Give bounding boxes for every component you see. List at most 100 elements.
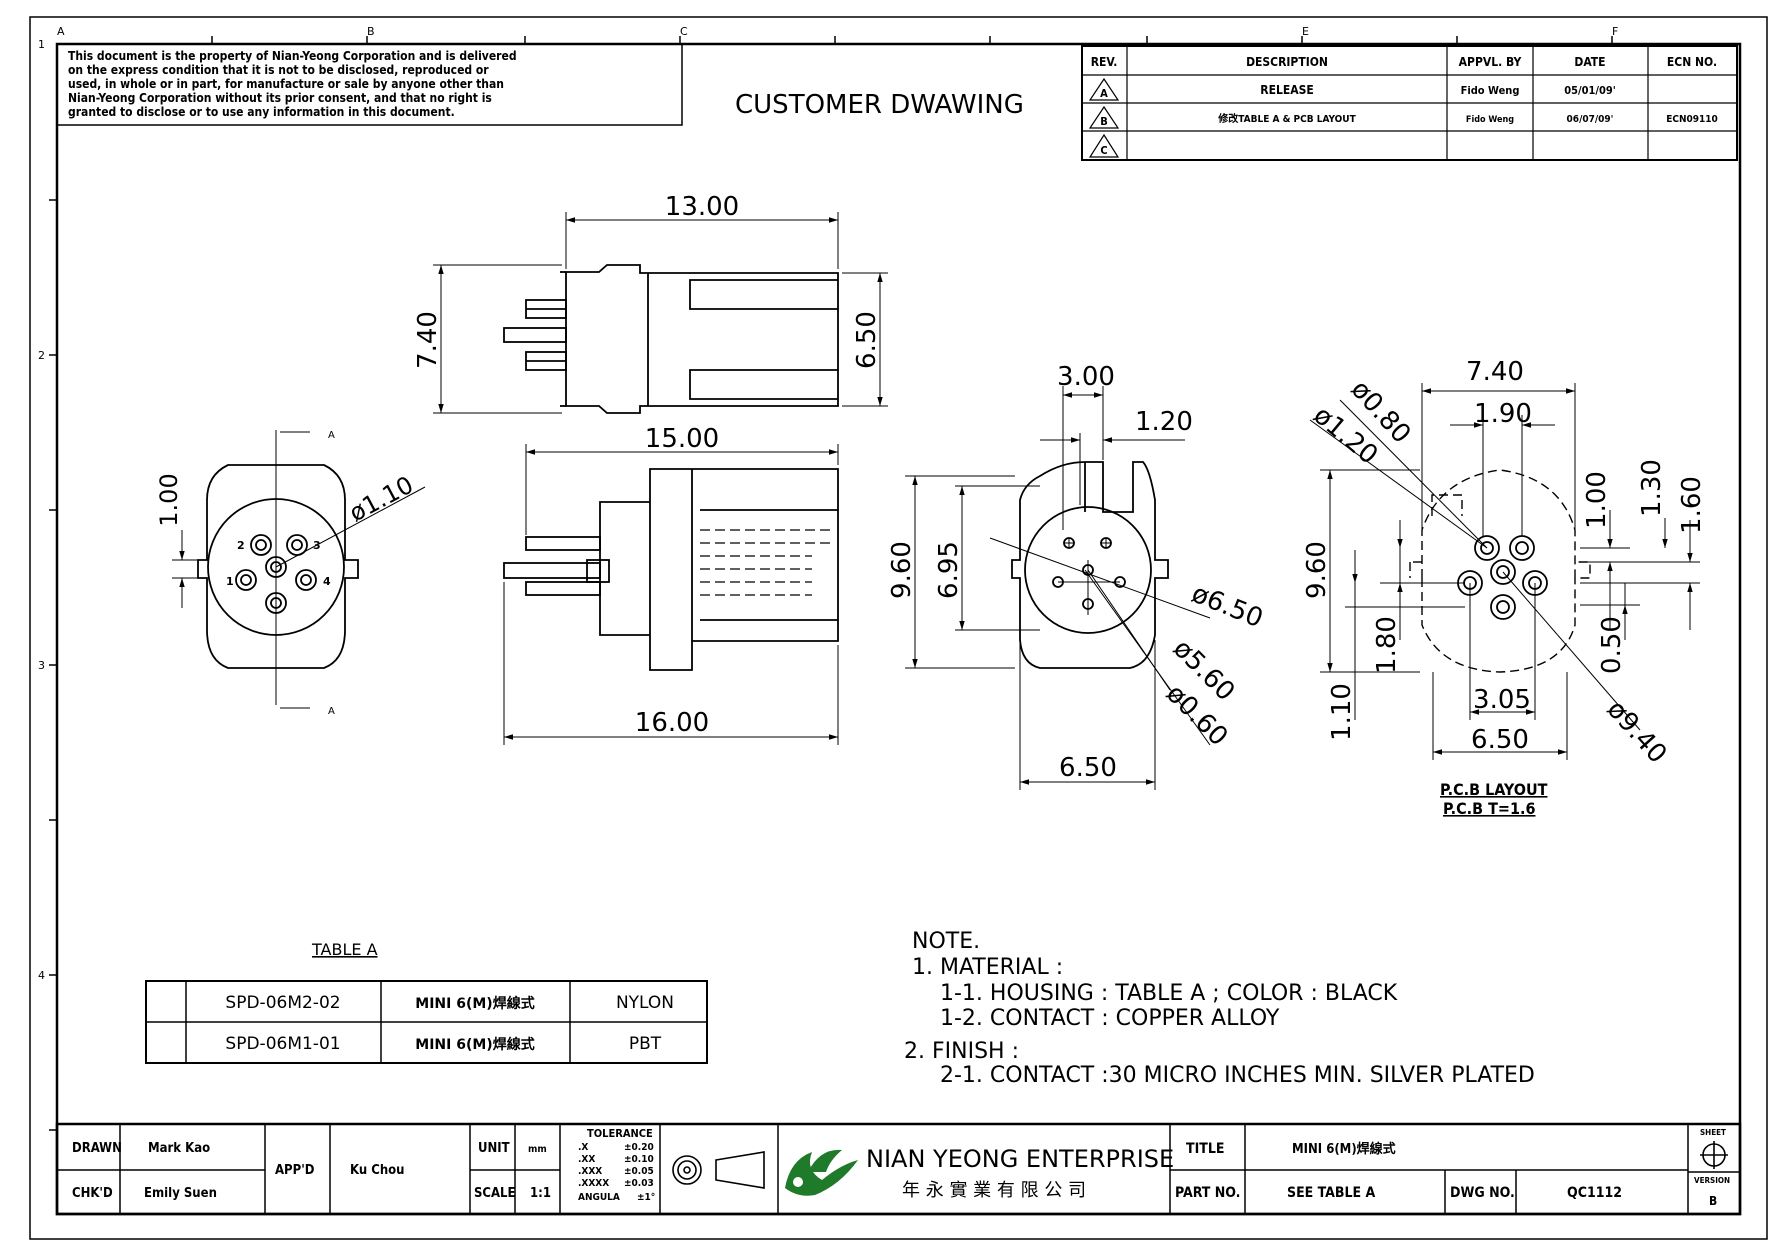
dim-pcb-0-50: 0.50 (1597, 616, 1627, 674)
approved-by: Ku Chou (350, 1163, 405, 1178)
note-line: 1. MATERIAL : (912, 955, 1063, 980)
drawing-number: QC1112 (1567, 1185, 1622, 1201)
note-line: 2-1. CONTACT :30 MICRO INCHES MIN. SILVE… (940, 1063, 1535, 1088)
note-line: 2. FINISH : (904, 1039, 1019, 1064)
dim-pcb-1-60: 1.60 (1677, 476, 1707, 534)
dim-pcb-d9-40: ø9.40 (1601, 695, 1673, 770)
rev-letter: C (1100, 144, 1107, 157)
table-a-part-number: SPD-06M2-02 (225, 993, 340, 1013)
pcb-caption: P.C.B LAYOUT (1440, 780, 1548, 799)
pin-label: 2 (237, 539, 245, 552)
pin-label: 3 (313, 539, 321, 552)
grid-col-label: B (367, 25, 375, 38)
notes: NOTE. 1. MATERIAL : 1-1. HOUSING : TABLE… (904, 929, 1535, 1088)
tolerance-key: .XXX (578, 1166, 602, 1177)
dim-pcb-7-40: 7.40 (1466, 357, 1524, 387)
pcb-layout-view: 7.40 1.90 ø0.80 ø1.20 1.00 1.30 1.60 9.6… (1302, 357, 1707, 818)
note-line: 1-1. HOUSING : TABLE A ; COLOR : BLACK (940, 981, 1398, 1006)
dim-rear-d6-50: ø6.50 (1187, 579, 1267, 634)
table-a-description: MINI 6(M)焊線式 (415, 1036, 534, 1053)
table-a-material: NYLON (616, 993, 674, 1013)
tolerance-value: ±0.20 (624, 1142, 654, 1153)
tolerance-key: ANGULA (578, 1192, 620, 1203)
notes-heading: NOTE. (912, 929, 980, 954)
approved-label: APP'D (275, 1163, 315, 1178)
dim-pcb-3-05: 3.05 (1473, 685, 1531, 715)
grid-col-label: E (1302, 25, 1309, 38)
unit-value: mm (528, 1144, 547, 1155)
table-a-part-number: SPD-06M1-01 (225, 1034, 340, 1054)
dim-rear-6-50: 6.50 (1059, 753, 1117, 783)
third-angle-projection-icon (672, 1151, 765, 1189)
dim-pcb-1-90: 1.90 (1474, 399, 1532, 429)
dim-side-top: 15.00 (645, 424, 719, 454)
checked-label: CHK'D (72, 1186, 113, 1201)
confidentiality-notice: This document is the property of Nian-Ye… (68, 49, 517, 119)
outer-frame (29, 16, 1768, 1240)
revision-table: REV. DESCRIPTION APPVL. BY DATE ECN NO. … (1081, 45, 1738, 161)
notice-line: granted to disclose or to use any inform… (68, 105, 455, 119)
table-a: TABLE A SPD-06M2-02 SPD-06M1-01 MINI 6(M… (145, 940, 708, 1064)
checked-by: Emily Suen (144, 1186, 217, 1201)
dim-pcb-1-30: 1.30 (1637, 459, 1667, 517)
drawing-number-label: DWG NO. (1450, 1185, 1515, 1201)
grid-col-label: A (57, 25, 65, 38)
dim-side-bottom: 16.00 (635, 708, 709, 738)
dim-pcb-1-00: 1.00 (1582, 471, 1612, 529)
approved-by-header: APPVL. BY (1459, 55, 1522, 69)
rev-letter: B (1100, 115, 1108, 128)
notice-line: used, in whole or in part, for manufactu… (68, 77, 504, 91)
date-header: DATE (1574, 55, 1605, 69)
version-label: VERSION (1694, 1176, 1730, 1185)
dim-rear-9-60: 9.60 (887, 541, 917, 599)
section-a-top: A (328, 430, 335, 441)
company-logo-icon (785, 1149, 858, 1196)
table-a-title: TABLE A (311, 940, 378, 959)
pin-label: 4 (323, 575, 331, 588)
ecn-header: ECN NO. (1667, 55, 1717, 69)
grid-row-label: 1 (38, 38, 45, 51)
rev-approver: Fido Weng (1461, 84, 1520, 97)
dim-rear-1-20: 1.20 (1135, 407, 1193, 437)
description-header: DESCRIPTION (1246, 55, 1328, 69)
dim-top-height: 7.40 (413, 311, 443, 369)
side-view: 15.00 16.00 (503, 424, 839, 745)
drawn-by: Mark Kao (148, 1141, 210, 1156)
rev-description: RELEASE (1260, 83, 1313, 97)
dim-rear-6-95: 6.95 (934, 541, 964, 599)
grid-ticks (49, 36, 1613, 1131)
title-block-frame (55, 1122, 1742, 1216)
company-name-en: NIAN YEONG ENTERPRISE (866, 1145, 1174, 1173)
drawn-label: DRAWN (72, 1141, 122, 1156)
notice-line: This document is the property of Nian-Ye… (68, 49, 517, 63)
tolerance-key: .XXXX (578, 1178, 609, 1189)
dim-pcb-9-60: 9.60 (1302, 541, 1332, 599)
table-a-material: PBT (629, 1034, 662, 1054)
note-line: 1-2. CONTACT : COPPER ALLOY (940, 1006, 1280, 1031)
scale-value: 1:1 (530, 1186, 551, 1201)
confidentiality-notice-box (56, 43, 683, 126)
grid-labels: A B C E F 1 2 3 4 (38, 25, 1618, 982)
tolerance-key: .XX (578, 1154, 595, 1165)
tolerance-value: ±0.03 (624, 1178, 654, 1189)
tolerance-value: ±0.05 (624, 1166, 654, 1177)
dim-pcb-1-80: 1.80 (1372, 616, 1402, 674)
part-title: MINI 6(M)焊線式 (1292, 1141, 1396, 1157)
title-block: DRAWN Mark Kao CHK'D Emily Suen APP'D Ku… (55, 1122, 1742, 1216)
dim-rear-3-00: 3.00 (1057, 362, 1115, 392)
dim-front-d1-10: ø1.10 (345, 471, 418, 528)
rev-letter: A (1100, 87, 1108, 100)
version-value: B (1709, 1194, 1717, 1208)
rev-ecn: ECN09110 (1666, 114, 1718, 125)
notice-line: on the express condition that it is not … (68, 63, 489, 77)
front-view: A A 1.00 ø1.10 2 3 1 4 (155, 430, 426, 717)
dim-pcb-6-50: 6.50 (1471, 725, 1529, 755)
grid-row-label: 2 (38, 349, 45, 362)
top-view: 13.00 7.40 6.50 (413, 192, 888, 414)
dim-pcb-1-10: 1.10 (1327, 683, 1357, 741)
notice-line: Nian-Yeong Corporation without its prior… (68, 91, 492, 105)
rear-view: 3.00 1.20 9.60 6.95 ø6.50 ø5.60 ø0.60 6.… (887, 362, 1267, 790)
title-label: TITLE (1186, 1141, 1225, 1157)
dim-top-width: 13.00 (665, 192, 739, 222)
